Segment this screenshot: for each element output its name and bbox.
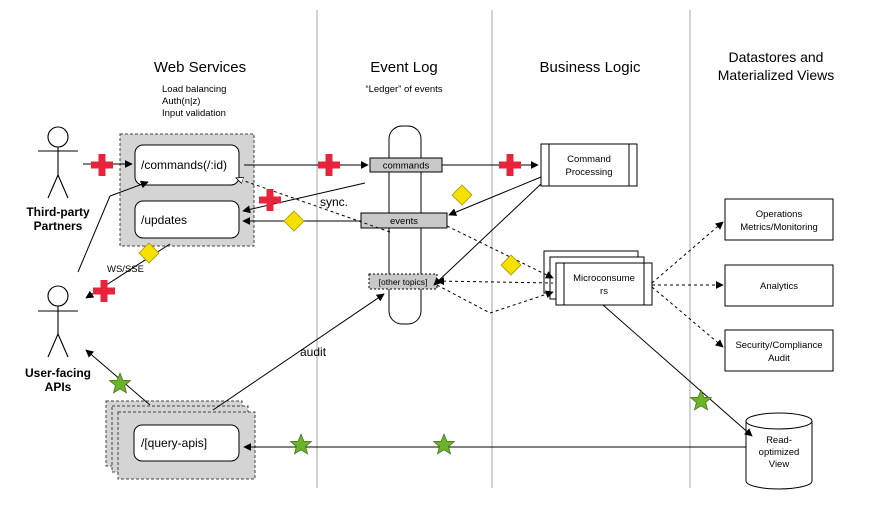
ws-sse-edge-label: WS/SSE: [107, 264, 144, 275]
query-apis-box[interactable]: [133, 424, 240, 462]
command-processing-label-line2: Processing: [566, 167, 613, 178]
yellow-diamond-icon: [283, 210, 305, 232]
analytics-box[interactable]: [724, 264, 834, 307]
red-cross-icon: [259, 189, 281, 211]
column-header-event-log: Event Log: [370, 59, 438, 76]
green-star-icon: [109, 372, 131, 394]
operations-label-line2: Metrics/Monitoring: [740, 222, 818, 233]
commands-endpoint-label: /commands(/:id): [141, 158, 227, 172]
microconsumers-stack[interactable]: [543, 250, 653, 306]
green-star-icon: [433, 433, 455, 455]
user-facing-label-line2: APIs: [45, 380, 72, 394]
red-cross-icon: [91, 154, 113, 176]
security-label-line1: Security/Compliance: [735, 340, 822, 351]
microconsumers-label-line1: Microconsume: [573, 273, 635, 284]
read-view-label-line1: Read-: [766, 435, 792, 446]
audit-edge-label: audit: [300, 345, 327, 359]
query-apis-label: /[query-apis]: [141, 436, 207, 450]
read-view-label-line2: optimized: [759, 447, 800, 458]
red-cross-icon: [318, 154, 340, 176]
web-services-note-2: Auth(n|z): [162, 96, 200, 107]
user-facing-label-line1: User-facing: [25, 366, 91, 380]
operations-label-line1: Operations: [756, 209, 803, 220]
column-dividers: [316, 10, 691, 488]
commands-topic-label: commands: [383, 161, 430, 172]
web-services-note-3: Input validation: [162, 108, 226, 119]
read-view-label-line3: View: [769, 459, 790, 470]
updates-endpoint-box[interactable]: [134, 200, 240, 239]
red-cross-icon: [499, 154, 521, 176]
yellow-diamond-icon: [500, 254, 522, 276]
commands-endpoint-box[interactable]: [134, 144, 240, 186]
security-box[interactable]: [724, 329, 834, 372]
events-topic-label: events: [390, 216, 418, 227]
web-services-note-1: Load balancing: [162, 84, 226, 95]
third-party-label-line1: Third-party: [26, 205, 90, 219]
other-topics-label: [other topics]: [379, 277, 428, 287]
event-log-note: “Ledger” of events: [365, 84, 442, 95]
read-optimized-view-cylinder-icon[interactable]: [745, 412, 813, 490]
column-header-web-services: Web Services: [154, 59, 246, 76]
sync-edge-label: sync.: [320, 195, 348, 209]
operations-box[interactable]: [724, 198, 834, 241]
microconsumers-label-line2: rs: [600, 286, 608, 297]
command-processing-box[interactable]: [540, 143, 638, 187]
yellow-diamond-icon: [451, 184, 473, 206]
command-processing-label-line1: Command: [567, 154, 611, 165]
third-party-label-line2: Partners: [34, 219, 83, 233]
user-facing-actor-icon: [38, 285, 78, 358]
column-header-datastores-line1: Datastores and: [729, 49, 824, 65]
security-label-line2: Audit: [768, 353, 790, 364]
analytics-label: Analytics: [760, 281, 798, 292]
column-header-business-logic: Business Logic: [540, 59, 641, 76]
green-star-icon: [290, 433, 312, 455]
dashed-connectors: [236, 178, 724, 348]
third-party-actor-icon: [38, 126, 78, 199]
green-star-icon: [690, 389, 712, 411]
column-header-datastores-line2: Materialized Views: [718, 67, 834, 83]
other-topics-bar[interactable]: [368, 273, 438, 290]
red-cross-icon: [93, 280, 115, 302]
updates-endpoint-label: /updates: [141, 213, 187, 227]
